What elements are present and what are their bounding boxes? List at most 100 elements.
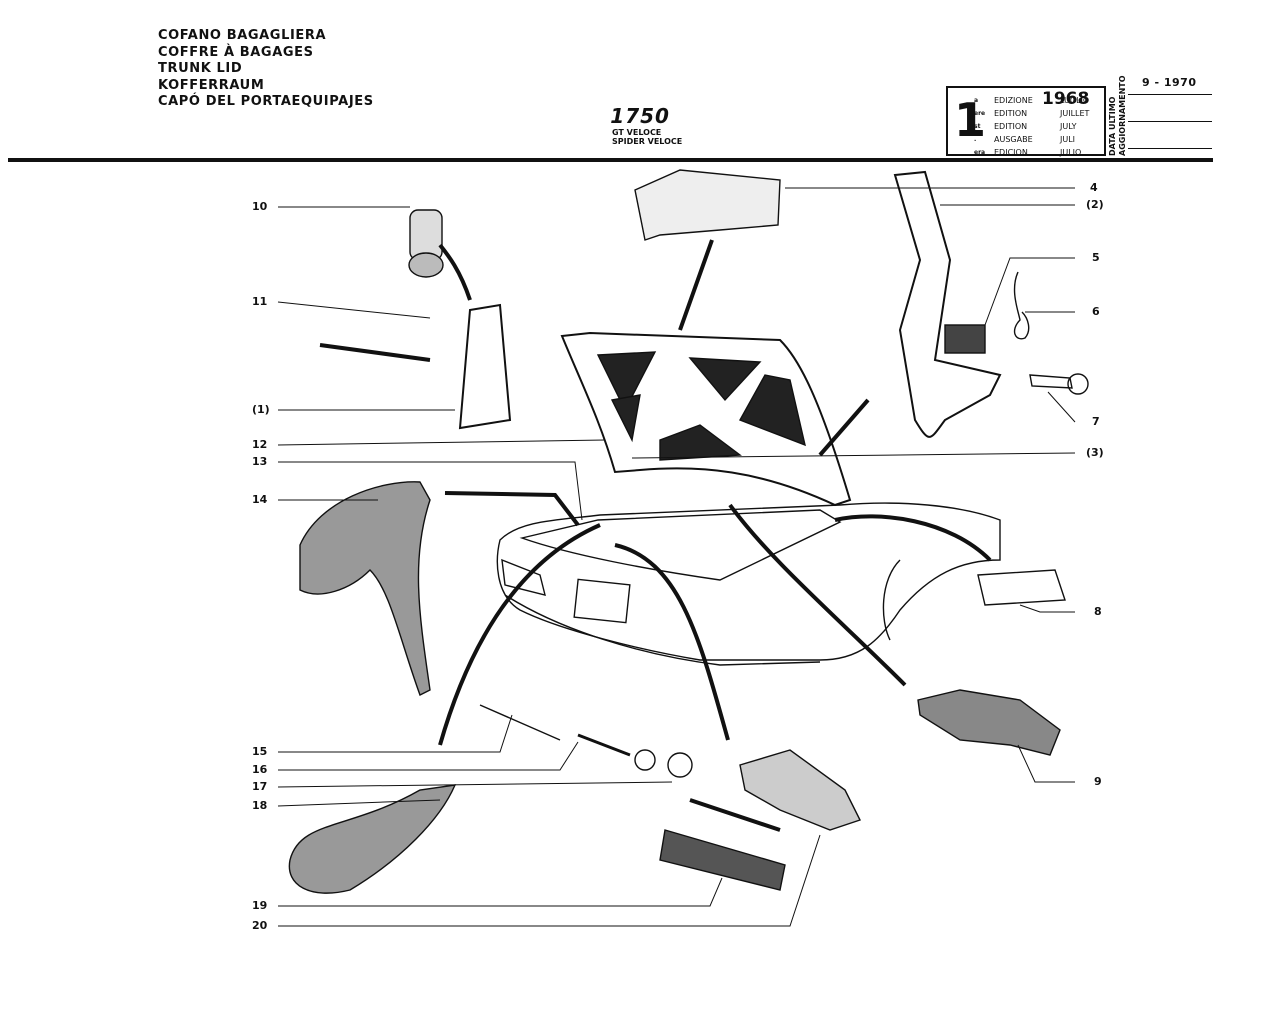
lid-recess-1: [596, 351, 657, 412]
ordinal-it: a: [974, 97, 979, 104]
edition-ordinals: a ere st . era: [974, 94, 985, 159]
model-variant-gt: GT VELOCE: [612, 128, 662, 137]
update-date: 9 - 1970: [1142, 76, 1197, 89]
latch-9: [917, 689, 1061, 756]
arrow-3: [444, 491, 580, 527]
clip-6: [1013, 271, 1030, 340]
title-english: TRUNK LID: [158, 61, 243, 76]
callout-7: 7: [1092, 415, 1100, 428]
striker-plate-19: [659, 829, 786, 891]
callout-15: 15: [252, 745, 268, 758]
callout-20: 20: [252, 919, 268, 932]
callout-8: 8: [1094, 605, 1102, 618]
leader-9: [1017, 744, 1075, 783]
callout-16: 16: [252, 763, 268, 776]
callout-2-paren: (2): [1086, 198, 1104, 211]
model-variant-spider: SPIDER VELOCE: [612, 137, 683, 146]
edition-months: LUGLIO JUILLET JULY JULI JULIO: [1060, 94, 1089, 159]
arrow-9: [319, 343, 431, 362]
trunk-lid-panel: [560, 331, 852, 507]
arrow-2: [818, 398, 870, 457]
leader-13: [278, 461, 583, 521]
title-german: KOFFERRAUM: [158, 77, 265, 93]
lid-recess-2: [688, 357, 762, 402]
callout-19: 19: [252, 899, 268, 912]
callout-1-paren: (1): [252, 403, 270, 416]
ordinal-fr: ere: [974, 110, 986, 117]
callout-9: 9: [1094, 775, 1102, 788]
hinge-arm-2: [893, 170, 1002, 438]
edition-month-de: JULI: [1060, 135, 1076, 144]
car-body: [496, 502, 1001, 661]
catalog-titles: COFANO BAGAGLIERA COFFRE À BAGAGES TRUNK…: [158, 28, 374, 111]
callout-6: 6: [1092, 305, 1100, 318]
leader-20: [278, 834, 821, 927]
spring-clip-8: [977, 569, 1066, 606]
edition-box: 1 a ere st . era EDIZIONE EDITION EDITIO…: [946, 86, 1106, 159]
arrow-5: [614, 543, 730, 741]
pad-5: [944, 324, 986, 354]
arrow-10: [438, 243, 472, 301]
rear-bumper: [504, 594, 821, 666]
callout-13: 13: [252, 455, 268, 468]
rear-fender: [882, 559, 901, 641]
edition-month-fr: JUILLET: [1060, 109, 1090, 118]
lid-recess-3: [610, 394, 641, 443]
buffer-pad-18: [288, 784, 457, 894]
leader-8: [1019, 604, 1075, 613]
edition-word-es: EDICION: [994, 148, 1028, 157]
title-italian: COFANO BAGAGLIERA: [158, 28, 327, 43]
leader-15: [278, 714, 513, 753]
header-rule: [8, 158, 1213, 162]
callout-18: 18: [252, 799, 268, 812]
edition-month-it: LUGLIO: [1060, 96, 1090, 105]
update-rule-2: [1128, 121, 1212, 122]
leader-16: [278, 741, 579, 771]
edition-word-de: AUSGABE: [994, 135, 1033, 144]
leader-17: [277, 781, 673, 788]
bolt-16: [577, 733, 631, 757]
lid-recess-5: [659, 424, 742, 461]
leader-3: [631, 452, 1076, 459]
tail-light: [501, 558, 546, 596]
leader-5: [984, 257, 1075, 326]
model-block: 1750 GT VELOCE SPIDER VELOCE: [598, 104, 682, 146]
title-spanish: CAPÓ DEL PORTAEQUIPAJES: [158, 94, 374, 109]
cable-15: [479, 704, 561, 741]
edition-word-en: EDITION: [994, 122, 1028, 131]
callout-10: 10: [252, 200, 268, 213]
edition-month-es: JULIO: [1060, 148, 1082, 157]
collar-17: [667, 752, 693, 778]
ordinal-es: era: [974, 149, 986, 156]
bracket-4: [634, 169, 781, 241]
arrow-4: [438, 523, 601, 746]
leader-7: [1047, 391, 1076, 423]
callout-14: 14: [252, 493, 268, 506]
arrow-1: [678, 239, 714, 331]
callout-3-paren: (3): [1086, 446, 1104, 459]
callout-12: 12: [252, 438, 268, 451]
latch-lock-20: [739, 749, 861, 831]
callout-11: 11: [252, 295, 268, 308]
edition-words: EDIZIONE EDITION EDITION AUSGABE EDICION: [994, 94, 1033, 159]
model-name: 1750: [610, 104, 670, 128]
hinge-bracket-14: [299, 481, 431, 696]
leader-19: [278, 877, 723, 907]
leader-12: [277, 439, 606, 446]
arrow-6: [834, 514, 992, 562]
lid-recess-4: [738, 374, 806, 447]
ordinal-de: .: [974, 136, 977, 143]
leader-11: [277, 301, 431, 319]
trunk-opening: [519, 509, 842, 581]
update-rule-3: [1128, 148, 1212, 149]
pin-7: [1029, 374, 1073, 389]
update-rule-1: [1128, 94, 1212, 95]
lock-handle: [458, 303, 512, 430]
nut-16: [634, 749, 656, 771]
license-plate: [573, 578, 631, 624]
callout-5: 5: [1092, 251, 1100, 264]
edition-word-it: EDIZIONE: [994, 96, 1033, 105]
title-french: COFFRE À BAGAGES: [158, 44, 314, 60]
edition-month-en: JULY: [1060, 122, 1077, 131]
leader-18: [277, 799, 441, 807]
